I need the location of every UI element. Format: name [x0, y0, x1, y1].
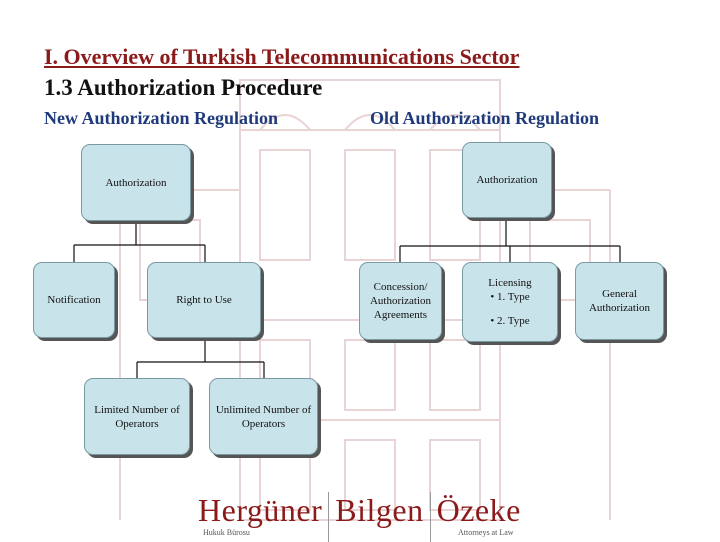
- unlimited-operators-node: Unlimited Number of Operators: [209, 378, 318, 455]
- node-label: Concession/ Authorization Agreements: [369, 281, 432, 321]
- licensing-type-1: • 1. Type: [490, 291, 530, 303]
- notification-node: Notification: [33, 262, 115, 338]
- new-authorization-node: Authorization: [81, 144, 191, 221]
- node-label: General Authorization: [588, 288, 651, 314]
- licensing-type-2: • 2. Type: [490, 315, 530, 327]
- general-authorization-node: General Authorization: [575, 262, 664, 340]
- licensing-node: Licensing • 1. Type • 2. Type: [462, 262, 558, 342]
- node-label: Notification: [47, 294, 101, 306]
- logo-tag-right: Attorneys at Law: [458, 528, 514, 537]
- limited-operators-node: Limited Number of Operators: [84, 378, 190, 455]
- licensing-title: Licensing: [488, 277, 532, 289]
- page-title: I. Overview of Turkish Telecommunication…: [44, 44, 520, 69]
- new-regulation-heading: New Authorization Regulation: [44, 108, 278, 128]
- concession-node: Concession/ Authorization Agreements: [359, 262, 442, 340]
- logo-name-1: Hergüner: [198, 492, 323, 528]
- section-subtitle: 1.3 Authorization Procedure: [44, 75, 323, 100]
- right-to-use-node: Right to Use: [147, 262, 261, 338]
- node-label: Authorization: [476, 174, 538, 186]
- logo-tag-left: Hukuk Bürosu: [203, 528, 250, 537]
- node-label: Authorization: [105, 176, 167, 189]
- old-regulation-heading: Old Authorization Regulation: [370, 108, 600, 128]
- old-authorization-node: Authorization: [462, 142, 552, 218]
- firm-logo: Hergüner Bilgen Özeke: [198, 492, 521, 542]
- logo-name-3: Özeke: [436, 492, 521, 528]
- node-label: Unlimited Number of Operators: [215, 403, 312, 430]
- node-label: Limited Number of Operators: [94, 403, 180, 430]
- logo-name-2: Bilgen: [335, 492, 424, 528]
- node-label: Right to Use: [176, 294, 232, 306]
